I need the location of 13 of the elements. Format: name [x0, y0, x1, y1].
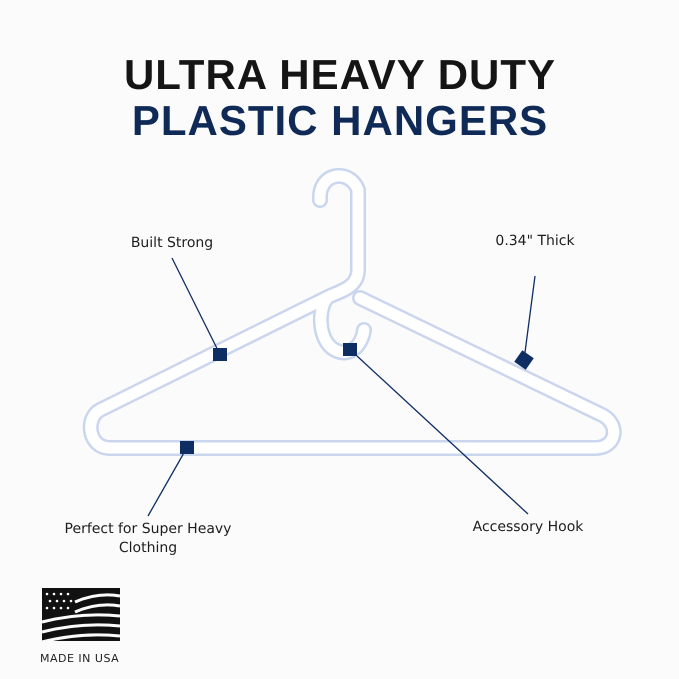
marker-square: [180, 441, 194, 454]
leader-line: [524, 276, 536, 354]
callout-text: Built Strong: [130, 234, 214, 253]
leader-line: [356, 356, 528, 514]
leader-line: [147, 454, 184, 516]
callout-text: Perfect for Super Heavy Clothing: [64, 520, 232, 558]
title: ULTRA HEAVY DUTY PLASTIC HANGERS: [122, 52, 558, 144]
leader-line: [171, 258, 218, 348]
callout-text: 0.34" Thick: [495, 232, 575, 251]
marker-square: [213, 348, 227, 361]
caption-text: MADE IN USA: [40, 652, 120, 665]
marker-square: [343, 343, 357, 356]
callout-text: Accessory Hook: [472, 518, 584, 537]
